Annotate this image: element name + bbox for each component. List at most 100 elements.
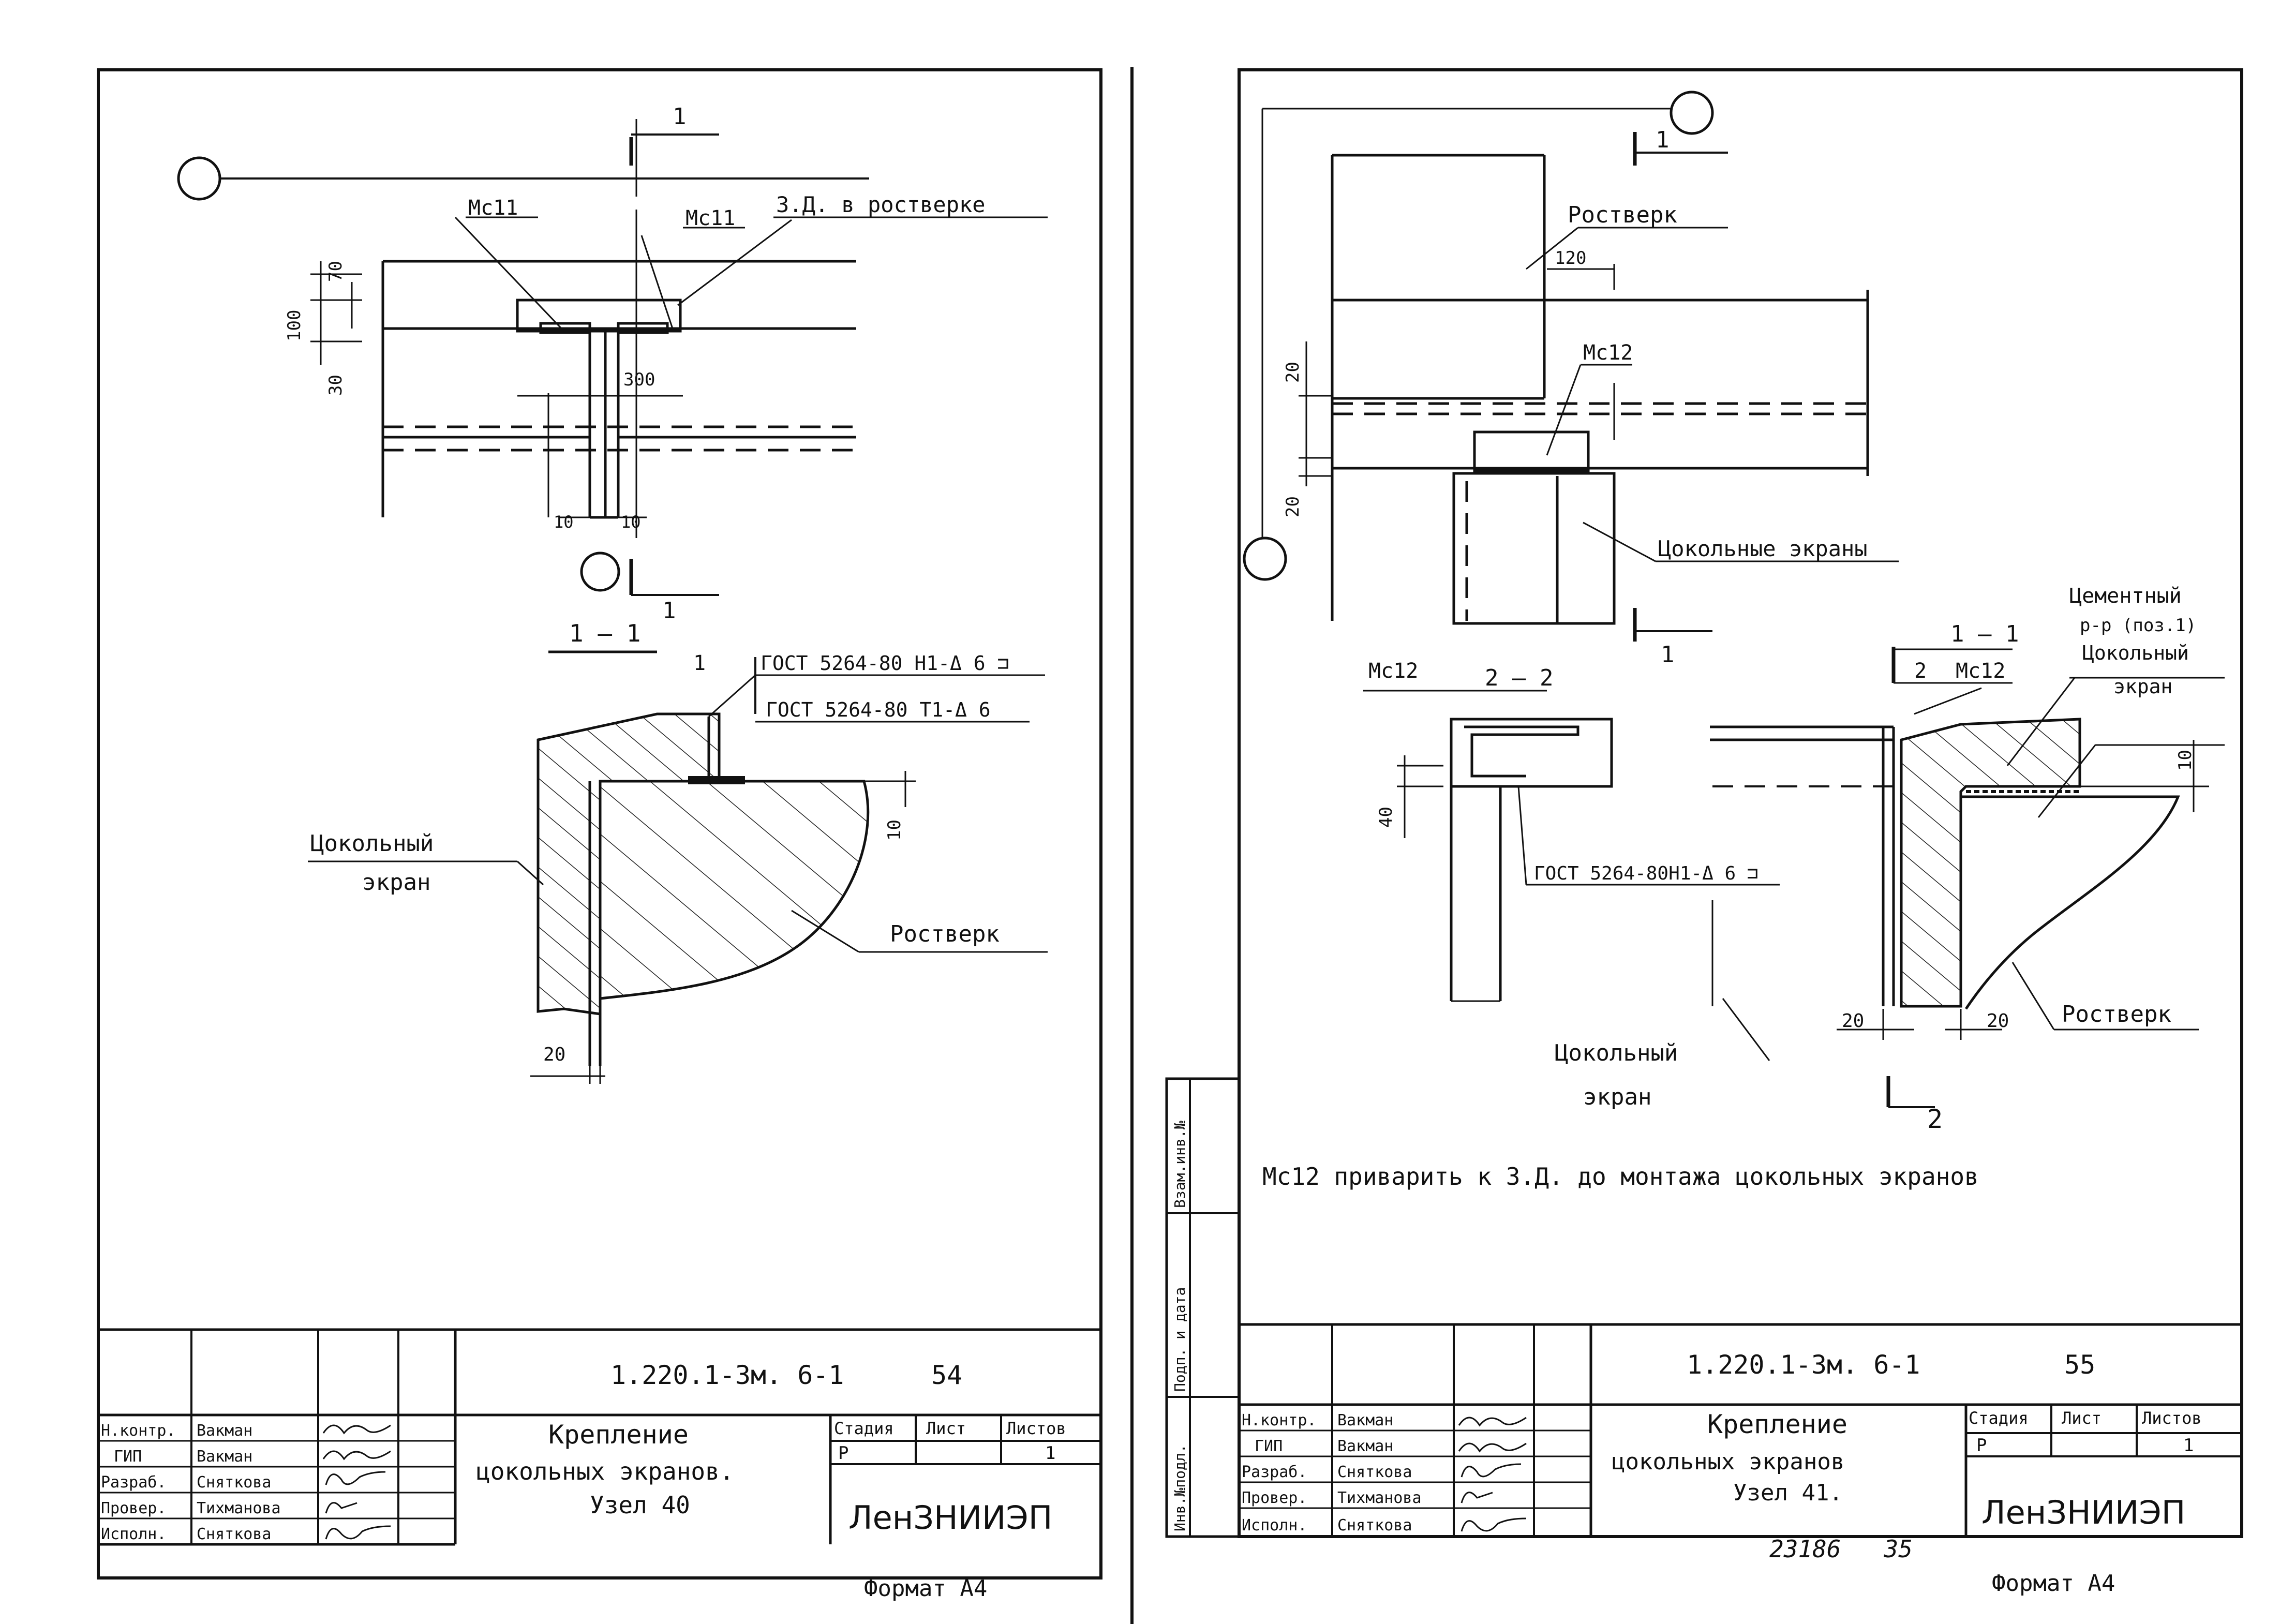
left-texts: Мс11 Мс11 З.Д. в ростверке 1 1 1 — 1 1 Г… [101, 103, 1066, 1602]
dim-300: 300 [623, 369, 655, 390]
stamp-role-3-left: Разраб. [101, 1473, 166, 1492]
stamp-sheets-left: 1 [1045, 1443, 1055, 1464]
stamp-page-right: 55 [2064, 1350, 2095, 1380]
label-screen-b2: экран [1583, 1084, 1651, 1110]
left-frame [97, 68, 1102, 1580]
stamp-role-4-right: Провер. [1242, 1489, 1307, 1507]
dim-20d-r: 20 [1987, 1010, 2009, 1032]
stamp-role-2-right: ГИП [1255, 1437, 1283, 1455]
label-sec11-r: 1 — 1 [1950, 621, 2019, 647]
stamp-name-1-right: Вакман [1337, 1411, 1393, 1429]
label-sec1b: 1 [662, 598, 676, 624]
stamp-role-1-left: Н.контр. [101, 1422, 176, 1440]
stamp-title3-left: Узел 40 [590, 1491, 690, 1519]
right-sheet: 1 1 Ростверк 120 Мс12 Цокольные экраны М… [1165, 68, 2243, 1597]
label-sec1-r: 1 [1656, 127, 1670, 153]
right-texts: 1 1 Ростверк 120 Мс12 Цокольные экраны М… [1171, 127, 2202, 1597]
label-rostverk: Ростверк [890, 921, 1000, 947]
archive-number: 23186 35 [1769, 1535, 1913, 1563]
side-label-1: Инв.№подл. [1171, 1444, 1188, 1531]
stamp-sheet-h-right: Лист [2062, 1408, 2102, 1428]
stamp-name-3-right: Сняткова [1337, 1463, 1412, 1481]
label-mc11-a: Мс11 [468, 196, 518, 220]
dim-40-r: 40 [1376, 807, 1396, 828]
side-stamp [1165, 1077, 1241, 1538]
stamp-title2-left: цокольных экранов. [476, 1457, 734, 1485]
right-section-2-2 [1363, 690, 1780, 1002]
dim-70: 70 [325, 261, 346, 282]
label-sec1b-r: 1 [1661, 642, 1675, 668]
right-signatures [1458, 1417, 1527, 1532]
stamp-org-left: ЛенЗНИИЭП [848, 1499, 1052, 1537]
label-mc12-11: Мс12 [1956, 659, 2005, 683]
label-screen-r1: Цокольный [2082, 642, 2189, 664]
stamp-sheets-right: 1 [2183, 1435, 2194, 1456]
label-gost1: ГОСТ 5264-80 Н1-Δ 6 ⊐ [761, 652, 1009, 675]
stamp-name-4-left: Тихманова [197, 1499, 281, 1517]
dim-20b-r: 20 [1283, 496, 1303, 517]
note-text: Мс12 приварить к З.Д. до монтажа цокольн… [1262, 1163, 1979, 1190]
axis-bubble-left-bottom [580, 552, 620, 592]
label-sec2b-r: 2 [1927, 1104, 1943, 1134]
stamp-name-3-left: Сняткова [197, 1473, 272, 1492]
dim-120: 120 [1555, 248, 1586, 269]
stamp-name-1-left: Вакман [197, 1422, 252, 1440]
left-signatures [322, 1424, 391, 1540]
stamp-role-4-left: Провер. [101, 1499, 166, 1517]
left-plan-view [177, 119, 1048, 596]
stamp-name-5-right: Сняткова [1337, 1516, 1412, 1534]
label-sec-title: 1 — 1 [569, 619, 640, 647]
stamp-role-5-right: Исполн. [1242, 1516, 1307, 1534]
label-cement2: р-р (поз.1) [2080, 615, 2196, 636]
rostverk-right [1961, 795, 2180, 1010]
label-screen-b1: Цокольный [1555, 1040, 1678, 1066]
label-screen-r2: экран [2113, 675, 2172, 698]
dim-100: 100 [284, 310, 305, 341]
left-section-1-1 [308, 650, 1048, 1084]
right-title-block [1239, 1323, 2242, 1537]
left-sheet: Мс11 Мс11 З.Д. в ростверке 1 1 1 — 1 1 Г… [97, 68, 1102, 1602]
stamp-stage-left: Р [838, 1443, 848, 1464]
stamp-code-right: 1.220.1-3м. 6-1 [1687, 1350, 1920, 1380]
label-mc12-top: Мс12 [1583, 341, 1633, 365]
stamp-sheet-h-left: Лист [926, 1419, 966, 1438]
stamp-code-left: 1.220.1-3м. 6-1 [610, 1360, 844, 1390]
stamp-name-2-left: Вакман [197, 1448, 252, 1466]
side-label-2: Подп. и дата [1171, 1287, 1188, 1392]
stamp-title2-right: цокольных экранов [1612, 1449, 1844, 1475]
rostverk-hatch [599, 780, 870, 1000]
label-mc11-b: Мс11 [685, 206, 735, 230]
label-gost2: ГОСТ 5264-80 Т1-Δ 6 [766, 698, 991, 721]
stamp-title3-right: Узел 41. [1733, 1480, 1843, 1506]
screen-hatch-right [1900, 718, 2081, 1008]
label-sec22: 2 — 2 [1485, 665, 1553, 691]
label-rostverk-r: Ростверк [2062, 1001, 2171, 1027]
axis-bubble-left [177, 156, 221, 201]
label-sec1: 1 [673, 103, 687, 130]
stamp-name-2-right: Вакман [1337, 1437, 1393, 1455]
right-elevation [1243, 91, 1899, 642]
dim-10a: 10 [554, 512, 574, 532]
dim-20c-r: 20 [1842, 1010, 1864, 1032]
stamp-org-right: ЛенЗНИИЭП [1981, 1494, 2185, 1531]
right-frame [1238, 68, 2243, 1538]
stamp-title1-right: Крепление [1707, 1409, 1847, 1439]
label-zd: З.Д. в ростверке [776, 192, 986, 217]
dim-10b: 10 [621, 512, 641, 532]
stamp-title1-left: Крепление [548, 1420, 689, 1450]
stamp-name-5-left: Сняткова [197, 1525, 272, 1543]
stamp-role-2-left: ГИП [114, 1448, 142, 1466]
label-sec2-r: 2 [1914, 659, 1927, 683]
stamp-role-1-right: Н.контр. [1242, 1411, 1317, 1429]
axis-bubble-right [1670, 91, 1714, 135]
format-right: Формат А4 [1992, 1570, 2115, 1597]
dim-10c: 10 [884, 820, 905, 841]
dim-30: 30 [325, 375, 346, 396]
label-rostverk-top: Ростверк [1568, 202, 1677, 228]
label-gost-r: ГОСТ 5264-80Н1-Δ 6 ⊐ [1534, 863, 1758, 884]
right-section-1-1 [1710, 647, 2225, 1108]
dim-20: 20 [543, 1044, 565, 1065]
stamp-stage-h-right: Стадия [1969, 1408, 2029, 1428]
stamp-name-4-right: Тихманова [1337, 1489, 1422, 1507]
